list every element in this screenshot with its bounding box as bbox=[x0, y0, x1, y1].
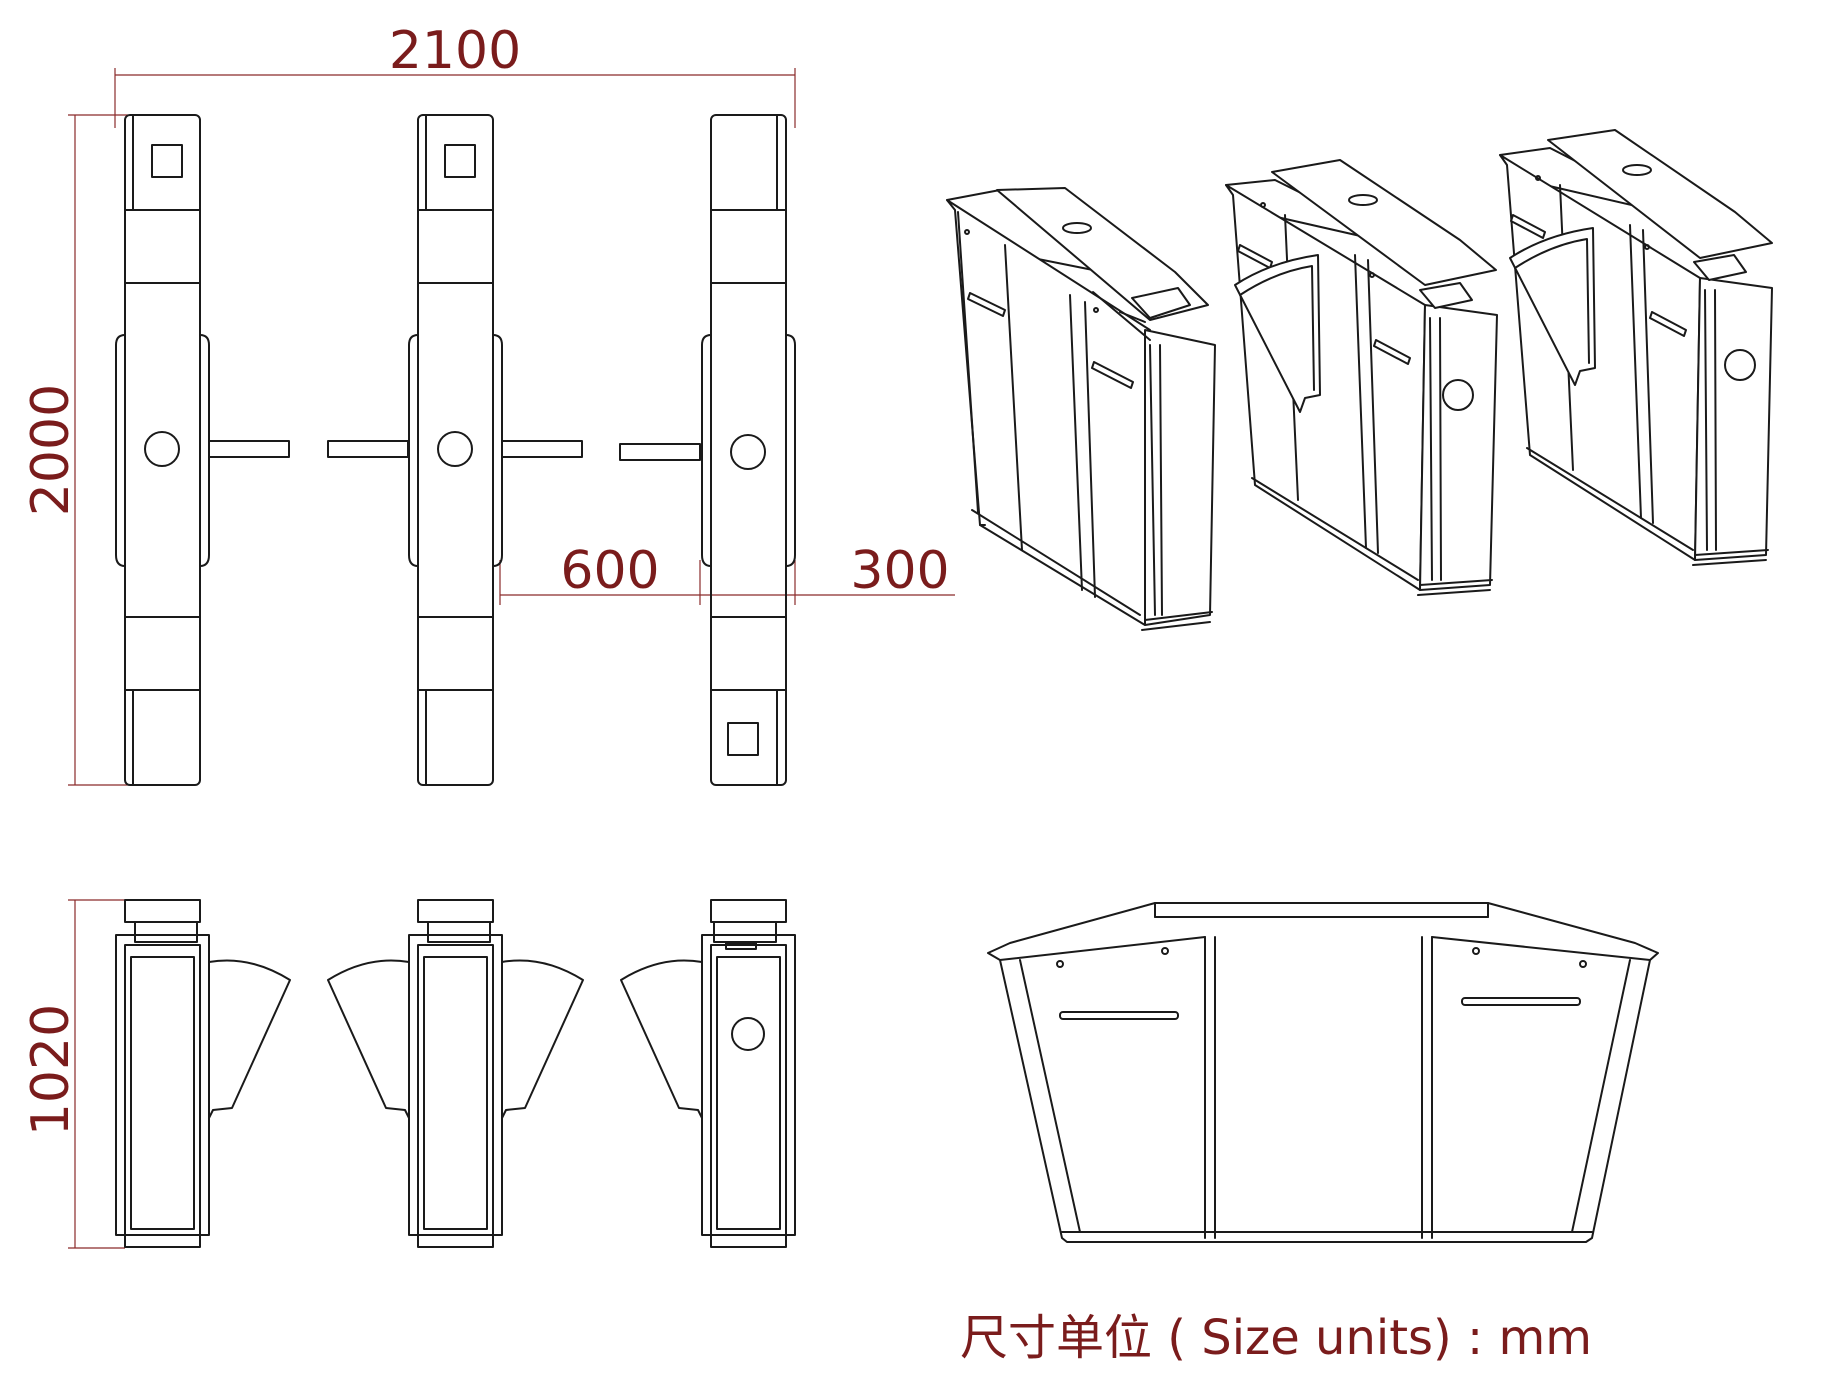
plan-cabinet-right bbox=[619, 114, 796, 786]
flap-wing-icon bbox=[620, 959, 703, 1119]
arm-icon bbox=[501, 440, 583, 458]
plan-cabinet-left bbox=[115, 114, 290, 786]
perspective-unit-open-right bbox=[1499, 129, 1773, 566]
dimension-lines bbox=[68, 68, 955, 1249]
card-reader-icon bbox=[731, 1017, 765, 1051]
side-elevation-view bbox=[987, 902, 1659, 1243]
size-units-label: 尺寸单位 ( Size units) : mm bbox=[960, 1310, 1592, 1366]
flap-wing-icon bbox=[1234, 254, 1321, 413]
card-reader-icon bbox=[437, 431, 473, 467]
perspective-unit-open-middle bbox=[1225, 159, 1498, 596]
front-cabinet-right bbox=[620, 899, 796, 1248]
card-reader-icon bbox=[144, 431, 180, 467]
arm-icon bbox=[619, 443, 701, 461]
cabinet-height-label: 1020 bbox=[21, 1004, 81, 1136]
flap-wing-icon bbox=[501, 959, 584, 1119]
cabinet-width-label: 300 bbox=[850, 541, 949, 601]
arm-icon bbox=[208, 440, 290, 458]
front-view bbox=[115, 899, 796, 1248]
perspective-unit-closed bbox=[946, 187, 1216, 631]
card-reader-icon bbox=[730, 434, 766, 470]
plan-cabinet-middle bbox=[327, 114, 583, 786]
total-width-label: 2100 bbox=[389, 21, 521, 81]
plan-view bbox=[115, 114, 796, 786]
flap-wing-icon bbox=[327, 959, 410, 1119]
passage-width-label: 600 bbox=[560, 541, 659, 601]
total-height-label: 2000 bbox=[21, 384, 81, 516]
front-cabinet-middle bbox=[327, 899, 584, 1248]
flap-wing-icon bbox=[208, 959, 291, 1119]
front-cabinet-left bbox=[115, 899, 291, 1248]
arm-icon bbox=[327, 440, 409, 458]
flap-wing-icon bbox=[1509, 227, 1596, 386]
